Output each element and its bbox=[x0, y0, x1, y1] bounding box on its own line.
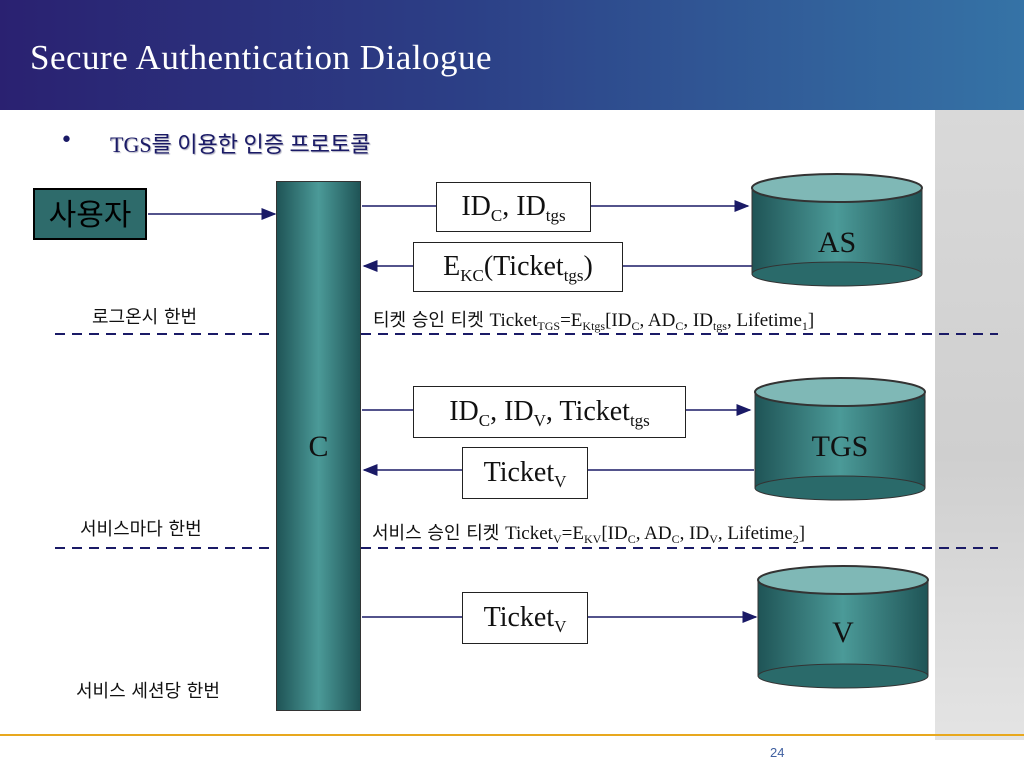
message-ticket-v-to-v: TicketV bbox=[462, 592, 588, 644]
bullet-text: TGS를 이용한 인증 프로토콜 bbox=[110, 132, 371, 157]
note-service-ticket: 서비스 승인 티켓 TicketV=EKV[IDC, ADC, IDV, Lif… bbox=[372, 523, 806, 546]
decorative-keyboard-panel bbox=[935, 110, 1024, 740]
bullet-marker: • bbox=[60, 128, 73, 153]
client-bar: C bbox=[276, 181, 361, 711]
message-ekc-ticket-tgs: EKC(Tickettgs) bbox=[413, 242, 623, 292]
slide-title: Secure Authentication Dialogue bbox=[30, 38, 493, 77]
tgs-label: TGS bbox=[812, 430, 869, 463]
label-login-once: 로그온시 한번 bbox=[92, 307, 198, 328]
v-label: V bbox=[832, 616, 854, 649]
page-number: 24 bbox=[770, 745, 785, 760]
tgs-database-icon: TGS bbox=[754, 377, 926, 501]
message-ticket-v-from-tgs: TicketV bbox=[462, 447, 588, 499]
v-database-icon: V bbox=[757, 565, 929, 689]
as-label: AS bbox=[818, 226, 856, 259]
user-box: 사용자 bbox=[33, 188, 147, 240]
client-label: C bbox=[308, 430, 329, 463]
note-tgs-ticket: 티켓 승인 티켓 TicketTGS=EKtgs[IDC, ADC, IDtgs… bbox=[373, 310, 815, 333]
as-database-icon: AS bbox=[751, 173, 923, 287]
message-id-c-id-v-ticket-tgs: IDC, IDV, Tickettgs bbox=[413, 386, 686, 438]
label-per-session: 서비스 세션당 한번 bbox=[76, 681, 220, 702]
title-bar: Secure Authentication Dialogue bbox=[0, 0, 1024, 110]
label-per-service: 서비스마다 한번 bbox=[80, 519, 202, 540]
footer-line bbox=[0, 734, 1024, 736]
message-id-c-id-tgs: IDC, IDtgs bbox=[436, 182, 591, 232]
